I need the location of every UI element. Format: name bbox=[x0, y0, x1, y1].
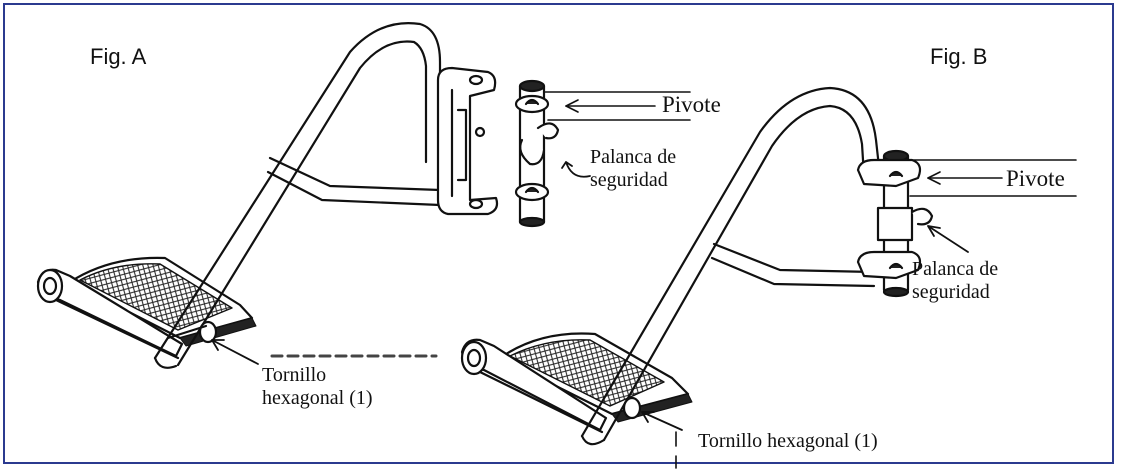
fig-a-bolt-leader bbox=[211, 339, 259, 365]
fig-a-lever-label: Palanca de seguridad bbox=[590, 146, 676, 192]
fig-b-title: Fig. B bbox=[930, 44, 988, 69]
fig-b-footplate bbox=[460, 332, 693, 434]
fig-a-lever-label-line1: Palanca de bbox=[590, 146, 677, 168]
fig-b-lever-label-line2: seguridad bbox=[912, 281, 990, 303]
fig-b-pivot-post bbox=[856, 149, 934, 298]
fig-a-pivot-post bbox=[514, 79, 560, 228]
fig-a-footplate bbox=[36, 256, 257, 360]
fig-a-bolt-label: Tornillo hexagonal (1) bbox=[262, 364, 373, 410]
fig-b-pivot-label: Pivote bbox=[1006, 166, 1065, 191]
fig-a-receiver-bracket bbox=[436, 66, 499, 216]
fig-a-lever-label-line2: seguridad bbox=[590, 169, 668, 191]
fig-b-pivot-leader bbox=[907, 159, 1077, 197]
fig-a-title: Fig. A bbox=[90, 44, 147, 69]
fig-a-pivot-leader bbox=[543, 91, 691, 121]
fig-b-hex-bolt bbox=[622, 396, 642, 420]
fig-b-bolt-label: Tornillo hexagonal (1) bbox=[698, 430, 878, 452]
fig-a-pivot-label: Pivote bbox=[662, 92, 721, 117]
fig-b-bolt-leader bbox=[641, 411, 683, 431]
fig-a-bolt-label-line2: hexagonal (1) bbox=[262, 387, 373, 409]
fig-a-bolt-label-line1: Tornillo bbox=[262, 364, 327, 386]
fig-b-lever-label-line1: Palanca de bbox=[912, 258, 999, 280]
fig-a-hex-bolt bbox=[166, 320, 218, 344]
fig-b-lever-label: Palanca de seguridad bbox=[912, 258, 998, 304]
fig-a-lever-arrow bbox=[561, 161, 591, 178]
fig-a-support-tube bbox=[153, 22, 442, 369]
fig-a-footrest-assembly bbox=[36, 22, 691, 369]
fig-b-support-tube bbox=[580, 86, 882, 446]
fig-b-footrest-assembly bbox=[460, 86, 1077, 469]
fig-b-lever-leader bbox=[927, 225, 969, 253]
